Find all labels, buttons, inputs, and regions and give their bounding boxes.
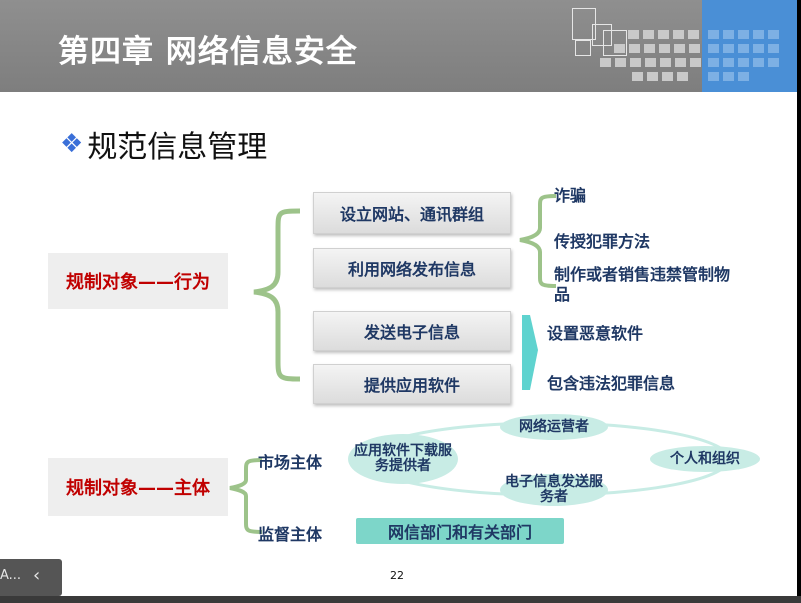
lower-item-illegal-info: 包含违法犯罪信息 bbox=[547, 374, 676, 393]
email-provider-node: 电子信息发送服务者 bbox=[500, 474, 608, 506]
supervision-subject-text: 监督主体 bbox=[258, 525, 323, 544]
deco-square bbox=[753, 58, 764, 67]
deco-square bbox=[753, 44, 764, 53]
deco-square bbox=[675, 58, 686, 67]
behavior-bracket bbox=[253, 208, 301, 382]
deco-square bbox=[690, 58, 701, 67]
diamond-bullet-icon: ❖ bbox=[60, 129, 84, 159]
deco-square bbox=[659, 44, 670, 53]
deco-square bbox=[708, 44, 719, 53]
deco-square bbox=[645, 58, 656, 67]
upper-item-contraband: 制作或者销售违禁管制物品 bbox=[554, 265, 731, 304]
previous-slide-button[interactable]: ‹ bbox=[33, 565, 41, 586]
deco-square bbox=[708, 30, 719, 39]
deco-square bbox=[647, 72, 658, 81]
individual-node: 个人和组织 bbox=[650, 446, 760, 472]
deco-square bbox=[738, 44, 749, 53]
app-provider-node: 应用软件下载服务提供者 bbox=[348, 434, 458, 484]
deco-square bbox=[614, 44, 625, 53]
deco-square bbox=[768, 44, 779, 53]
behavior-label: 规制对象——行为 bbox=[48, 253, 228, 309]
title-bar: 第四章 网络信息安全 bbox=[0, 0, 797, 92]
lower-item-malware: 设置恶意软件 bbox=[547, 324, 644, 343]
slide-controls: A... ‹ bbox=[0, 559, 62, 596]
behavior-box-email: 发送电子信息 bbox=[313, 311, 511, 351]
subject-bracket bbox=[229, 458, 263, 534]
title-accent-block bbox=[702, 0, 797, 92]
deco-square bbox=[738, 58, 749, 67]
deco-square bbox=[629, 44, 640, 53]
deco-square bbox=[753, 30, 764, 39]
deco-square bbox=[723, 58, 734, 67]
deco-square bbox=[708, 72, 719, 81]
deco-square bbox=[768, 30, 779, 39]
regulator-box: 网信部门和有关部门 bbox=[356, 518, 564, 544]
viewer-bottom-strip bbox=[0, 596, 801, 603]
deco-square bbox=[674, 44, 685, 53]
deco-square bbox=[738, 72, 749, 81]
deco-square bbox=[723, 44, 734, 53]
deco-square bbox=[643, 30, 654, 39]
page-number: 22 bbox=[390, 569, 404, 582]
deco-square bbox=[689, 44, 700, 53]
deco-square bbox=[632, 72, 643, 81]
deco-outline-square bbox=[592, 24, 612, 46]
subject-label: 规制对象——主体 bbox=[48, 458, 228, 516]
deco-square bbox=[677, 72, 688, 81]
section-heading: ❖规范信息管理 bbox=[60, 122, 267, 166]
upper-items-bracket bbox=[519, 194, 557, 288]
behavior-box-publish: 利用网络发布信息 bbox=[313, 248, 511, 288]
upper-item-fraud: 诈骗 bbox=[554, 186, 587, 205]
deco-square bbox=[768, 58, 779, 67]
deco-square bbox=[644, 44, 655, 53]
behavior-box-software: 提供应用软件 bbox=[313, 364, 511, 404]
deco-square bbox=[628, 30, 639, 39]
upper-item-crime-methods: 传授犯罪方法 bbox=[554, 232, 651, 251]
deco-square bbox=[615, 58, 626, 67]
slide-menu-button[interactable]: A... bbox=[0, 568, 22, 583]
behavior-box-website: 设立网站、通讯群组 bbox=[313, 192, 511, 234]
deco-square bbox=[723, 72, 734, 81]
slide-title: 第四章 网络信息安全 bbox=[58, 34, 358, 70]
deco-square bbox=[723, 30, 734, 39]
deco-square bbox=[658, 30, 669, 39]
deco-square bbox=[662, 72, 673, 81]
market-subject-text: 市场主体 bbox=[258, 453, 323, 472]
deco-square bbox=[660, 58, 671, 67]
deco-square bbox=[688, 30, 699, 39]
operator-node: 网络运营者 bbox=[500, 414, 608, 440]
section-heading-text: 规范信息管理 bbox=[87, 130, 268, 165]
deco-outline-square bbox=[575, 40, 591, 56]
deco-square bbox=[738, 30, 749, 39]
lower-items-arrow bbox=[522, 315, 538, 390]
deco-square bbox=[630, 58, 641, 67]
deco-square bbox=[673, 30, 684, 39]
deco-outline-square bbox=[603, 30, 627, 56]
deco-square bbox=[600, 58, 611, 67]
deco-square bbox=[708, 58, 719, 67]
